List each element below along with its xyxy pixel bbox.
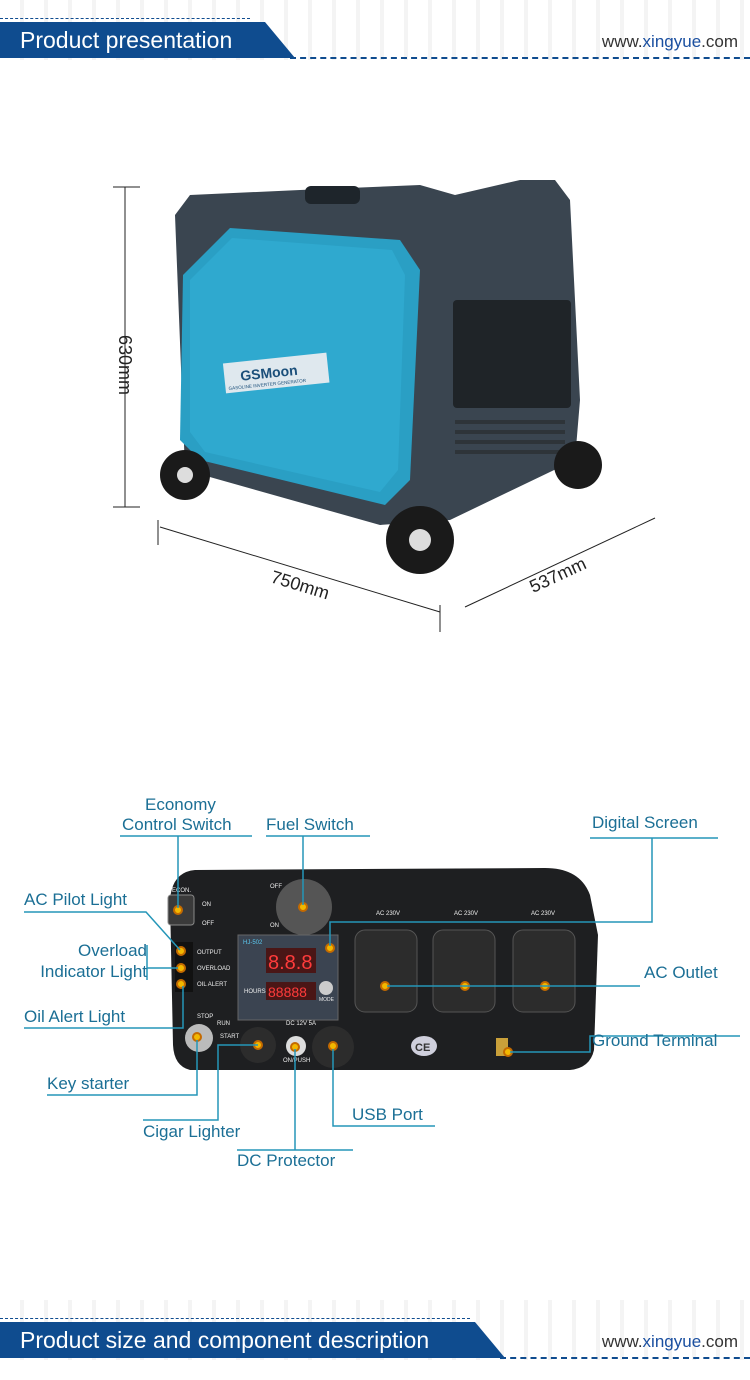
svg-text:ECON.: ECON. bbox=[172, 888, 191, 894]
label-usb-port: USB Port bbox=[352, 1105, 423, 1124]
label-ac-pilot-light: AC Pilot Light bbox=[24, 890, 127, 909]
label-oil-alert-light: Oil Alert Light bbox=[24, 1007, 126, 1026]
svg-text:STOP: STOP bbox=[197, 1014, 213, 1020]
svg-text:AC 230V: AC 230V bbox=[376, 911, 400, 917]
label-ac-outlet: AC Outlet bbox=[644, 963, 718, 982]
svg-text:OIL ALERT: OIL ALERT bbox=[197, 982, 227, 988]
svg-text:HOURS: HOURS bbox=[244, 989, 266, 995]
svg-text:HJ-502: HJ-502 bbox=[243, 940, 263, 946]
svg-text:8.8.8: 8.8.8 bbox=[268, 952, 312, 974]
svg-text:OVERLOAD: OVERLOAD bbox=[197, 966, 231, 972]
label-economy: Economy bbox=[145, 795, 216, 814]
header-banner-bottom: Product size and component description w… bbox=[0, 1300, 750, 1360]
svg-text:AC 230V: AC 230V bbox=[454, 911, 478, 917]
section-title: Product size and component description bbox=[0, 1322, 505, 1358]
site-url: www.xingyue.com bbox=[601, 32, 738, 51]
site-url: www.xingyue.com bbox=[601, 1332, 738, 1351]
label-indicator-light: Indicator Light bbox=[40, 962, 147, 981]
section-title: Product presentation bbox=[0, 22, 295, 58]
svg-text:OFF: OFF bbox=[202, 921, 214, 927]
label-ground-terminal: Ground Terminal bbox=[592, 1031, 718, 1050]
generator-image: GSMoon GASOLINE INVERTER GENERATOR bbox=[160, 180, 602, 574]
label-key-starter: Key starter bbox=[47, 1074, 130, 1093]
svg-text:START: START bbox=[220, 1034, 239, 1040]
svg-text:ON: ON bbox=[270, 923, 279, 929]
svg-text:OUTPUT: OUTPUT bbox=[197, 950, 222, 956]
label-overload: Overload bbox=[78, 941, 147, 960]
svg-text:RUN: RUN bbox=[217, 1021, 230, 1027]
callout-lines bbox=[24, 835, 740, 1151]
svg-text:ON/PUSH: ON/PUSH bbox=[283, 1058, 310, 1064]
header-banner-top: Product presentation www.xingyue.com bbox=[0, 0, 750, 60]
svg-text:ON: ON bbox=[202, 902, 211, 908]
height-dimension: 630mm bbox=[115, 335, 135, 396]
svg-text:88888: 88888 bbox=[268, 984, 307, 1000]
label-cigar-lighter: Cigar Lighter bbox=[143, 1122, 241, 1141]
label-control-switch: Control Switch bbox=[122, 815, 232, 834]
svg-text:OFF: OFF bbox=[270, 884, 282, 890]
svg-text:AC 230V: AC 230V bbox=[531, 911, 555, 917]
label-dc-protector: DC Protector bbox=[237, 1151, 336, 1170]
svg-text:DC 12V 5A: DC 12V 5A bbox=[286, 1021, 316, 1027]
label-digital-screen: Digital Screen bbox=[592, 813, 698, 832]
svg-text:CE: CE bbox=[415, 1042, 430, 1054]
brand-logo: GSMoon bbox=[239, 362, 298, 384]
mode-button-label: MODE bbox=[319, 997, 335, 1003]
control-panel: CE ON OFF OUTPUT OVERLOAD OIL ALERT STOP RUN… bbox=[167, 868, 598, 1070]
label-fuel-switch: Fuel Switch bbox=[266, 815, 354, 834]
dimension-lines bbox=[113, 186, 656, 632]
